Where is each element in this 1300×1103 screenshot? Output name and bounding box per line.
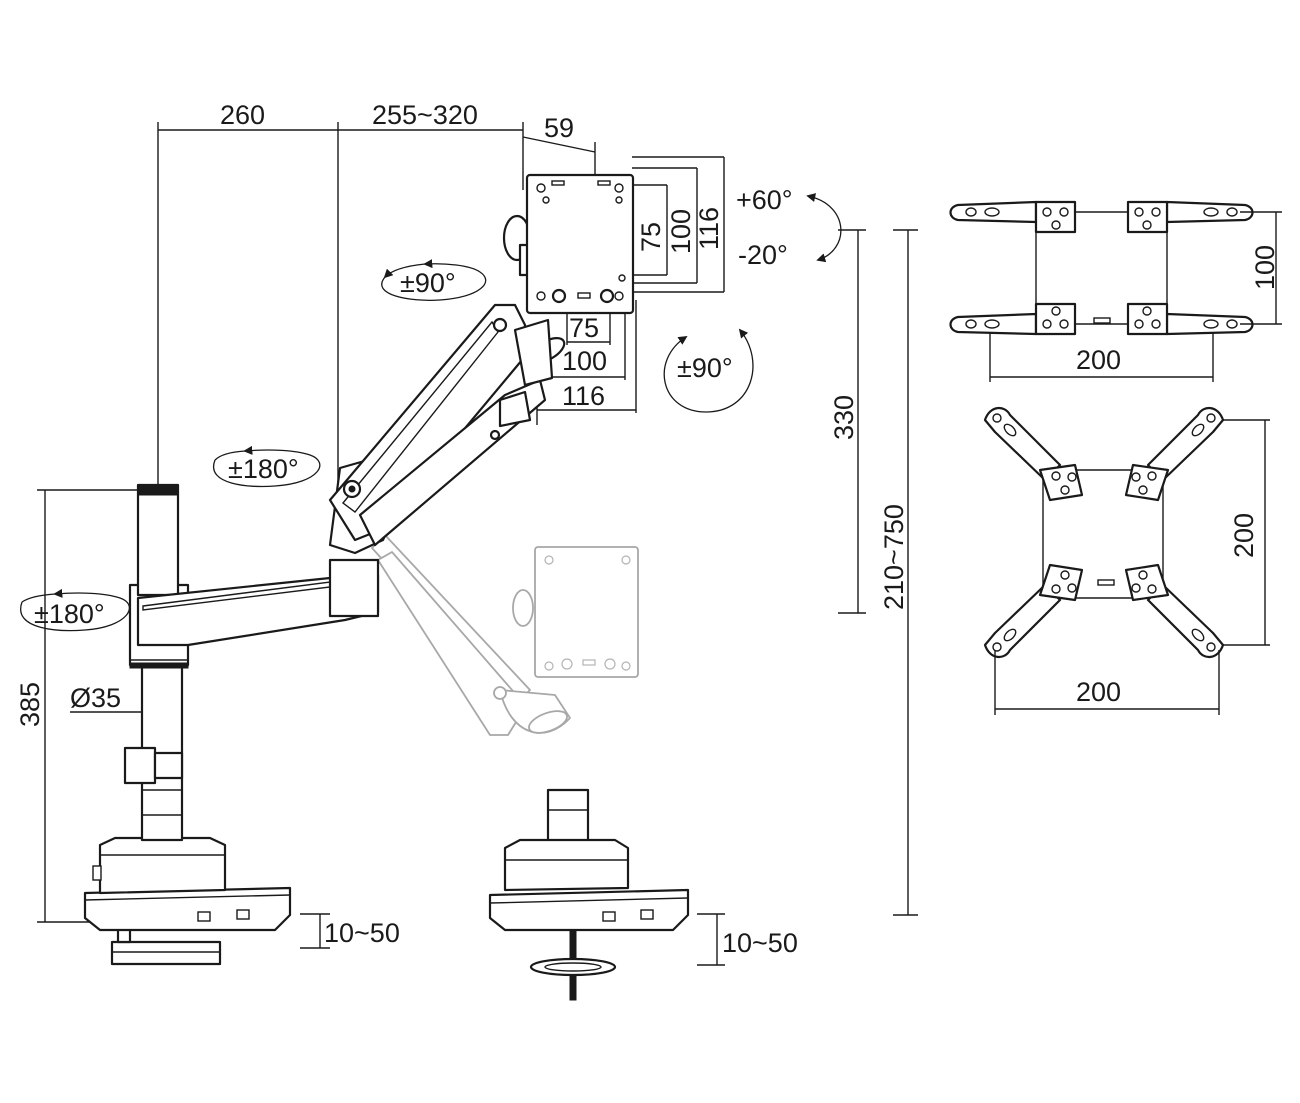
vesa-h75-label: 75 bbox=[569, 313, 599, 343]
swivel-base-ellipse bbox=[20, 588, 131, 632]
tilt-up-label: +60° bbox=[736, 185, 793, 215]
tilt-arc bbox=[806, 193, 842, 263]
reach-arm-label: 260 bbox=[220, 100, 265, 130]
tilt-down-label: -20° bbox=[738, 240, 788, 270]
small-adapter-dims bbox=[989, 211, 1282, 382]
lift-range-label: 330 bbox=[829, 395, 859, 440]
large-adapter-plate bbox=[983, 407, 1225, 658]
lift-range-dimension bbox=[838, 229, 918, 916]
rotate-plate-label: ±90° bbox=[677, 353, 733, 383]
ghost-lowered-arm bbox=[371, 534, 639, 736]
vesa-h116-label: 116 bbox=[562, 381, 605, 411]
reach-extension-label: 255~320 bbox=[372, 100, 478, 130]
left-desk-clamp bbox=[83, 836, 292, 966]
plate-depth-label: 59 bbox=[544, 113, 574, 143]
vesa-plate bbox=[502, 173, 635, 315]
vesa-v116-label: 116 bbox=[694, 207, 724, 250]
swivel-head-ellipse bbox=[381, 259, 487, 301]
small-adapter-height-label: 100 bbox=[1250, 245, 1280, 290]
large-adapter-width-label: 200 bbox=[1076, 677, 1121, 707]
large-adapter-height-label: 200 bbox=[1229, 513, 1259, 558]
pole-diameter-label: Ø35 bbox=[70, 683, 121, 713]
swivel-mid-label: ±180° bbox=[228, 454, 299, 484]
lower-arm-segment bbox=[136, 558, 380, 647]
height-range-label: 210~750 bbox=[879, 504, 909, 610]
swivel-head-label: ±90° bbox=[400, 268, 456, 298]
gas-spring-arm bbox=[328, 303, 566, 555]
vesa-h100-label: 100 bbox=[562, 346, 607, 376]
small-adapter-width-label: 200 bbox=[1076, 345, 1121, 375]
large-adapter-dims bbox=[994, 419, 1270, 715]
right-grommet-mount bbox=[488, 788, 690, 1001]
swivel-mid-ellipse bbox=[212, 445, 321, 488]
clamp-range-right-label: 10~50 bbox=[722, 928, 798, 958]
clamp-range-left-label: 10~50 bbox=[324, 918, 400, 948]
vesa-v75-label: 75 bbox=[636, 222, 666, 252]
left-pole bbox=[123, 483, 190, 842]
clamp-range-left-dim bbox=[300, 913, 330, 949]
rotate-plate-circle bbox=[663, 328, 754, 413]
vesa-dimension-lines bbox=[536, 156, 725, 425]
vesa-v100-label: 100 bbox=[666, 209, 696, 254]
pole-height-label: 385 bbox=[15, 682, 45, 727]
top-dimension-lines bbox=[157, 122, 596, 490]
swivel-base-label: ±180° bbox=[34, 599, 105, 629]
clamp-range-right-dim bbox=[697, 913, 725, 966]
small-adapter-plate bbox=[949, 200, 1254, 336]
